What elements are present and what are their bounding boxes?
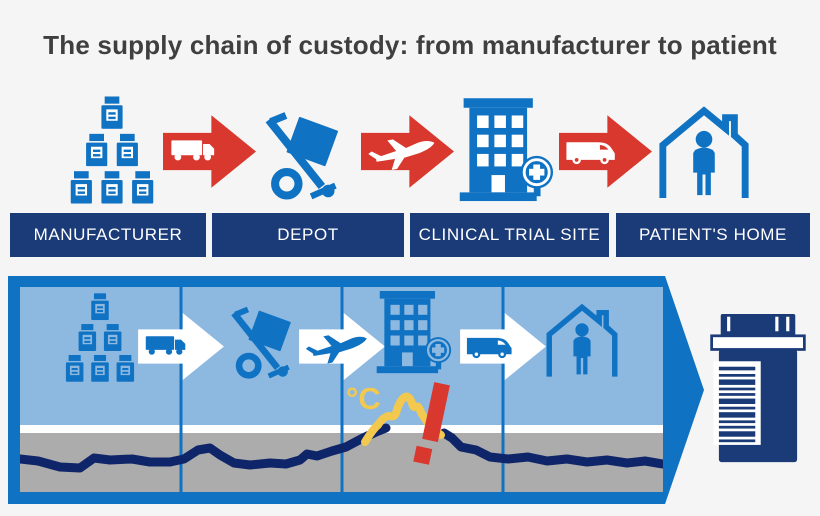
truck-arrow-icon <box>163 115 256 188</box>
patient-home-icon <box>543 301 621 379</box>
temperature-chart: °C <box>20 287 663 492</box>
truck-arrow-icon <box>138 313 224 380</box>
medicine-bottles-icon <box>62 293 138 382</box>
clinic-building-icon <box>454 98 554 206</box>
medicine-bottles-icon <box>66 96 158 204</box>
airplane-arrow-icon <box>361 115 454 188</box>
hand-truck-icon <box>225 305 299 379</box>
van-arrow-icon <box>460 313 546 380</box>
stage-label-clinical-trial-site: CLINICAL TRIAL SITE <box>410 213 609 257</box>
stage-label-depot: DEPOT <box>212 213 404 257</box>
stage-label-bar: MANUFACTURER DEPOT CLINICAL TRIAL SITE P… <box>0 213 820 257</box>
temperature-trace-line <box>20 423 663 473</box>
temperature-excursion-alert-icon <box>413 382 450 465</box>
supply-chain-icon-row <box>0 90 820 212</box>
van-arrow-icon <box>559 115 652 188</box>
clinic-building-icon <box>372 291 452 377</box>
hand-truck-icon <box>257 110 349 200</box>
patient-home-icon <box>655 103 753 201</box>
pill-bottle-barcode-icon <box>708 314 808 464</box>
temperature-unit-label: °C <box>346 381 381 416</box>
monitoring-panel-inner: °C <box>20 287 663 492</box>
stage-label-patients-home: PATIENT'S HOME <box>616 213 810 257</box>
temperature-monitoring-panel: °C <box>8 276 704 504</box>
stage-label-manufacturer: MANUFACTURER <box>10 213 206 257</box>
page-title: The supply chain of custody: from manufa… <box>43 30 777 60</box>
